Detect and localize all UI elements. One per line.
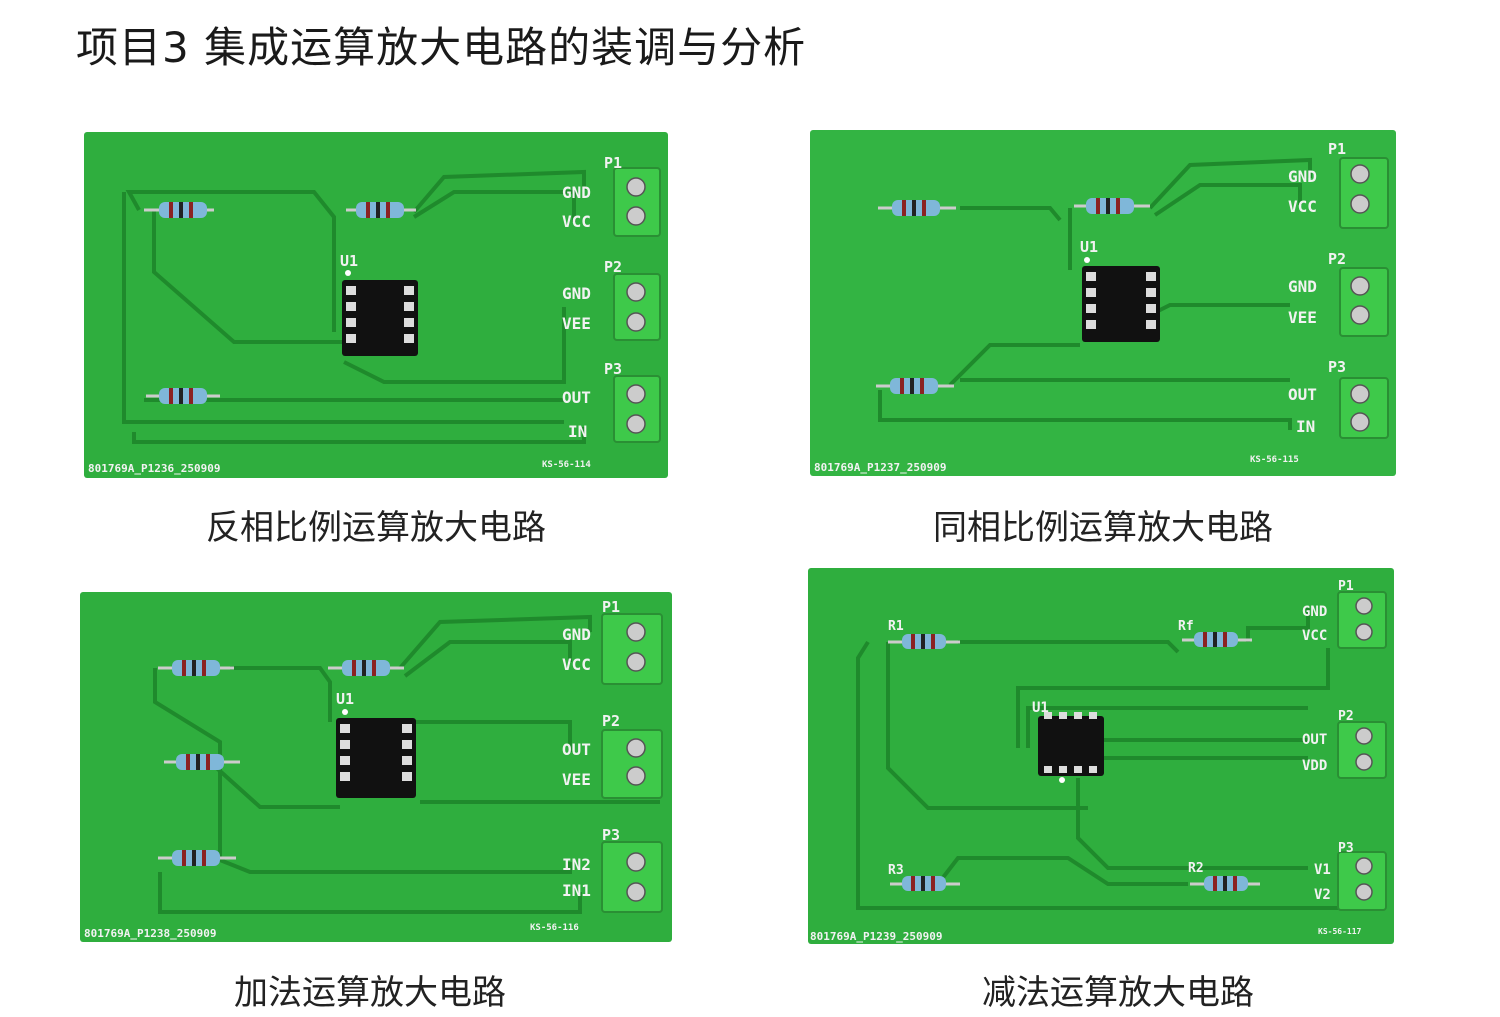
pin-label: VCC <box>1302 628 1327 644</box>
connector-label: P3 <box>602 826 620 844</box>
board-code: KS-56-115 <box>1250 455 1299 465</box>
resistor <box>1074 198 1150 214</box>
pin-label: GND <box>562 183 591 202</box>
connector-label: P1 <box>604 154 622 172</box>
pin-label: VCC <box>562 655 591 674</box>
pin-label: GND <box>1288 277 1317 296</box>
op-amp-chip <box>336 718 416 798</box>
resistor <box>328 660 404 676</box>
caption-adder: 加法运算放大电路 <box>234 973 506 1013</box>
connector-label: P1 <box>1338 579 1354 594</box>
resistor-label: Rf <box>1178 619 1194 634</box>
resistor <box>1190 876 1260 891</box>
pin-label: VCC <box>1288 197 1317 216</box>
resistor-label: R1 <box>888 619 904 634</box>
pin-label: VEE <box>1288 308 1317 327</box>
op-amp-chip <box>1038 712 1104 776</box>
board-code: KS-56-114 <box>542 460 591 470</box>
caption-inverting: 反相比例运算放大电路 <box>206 508 546 548</box>
connector-label: P3 <box>1338 841 1354 856</box>
pin-label: IN1 <box>562 881 591 900</box>
chip-label: U1 <box>336 690 354 708</box>
connector-label: P1 <box>1328 140 1346 158</box>
pin-label: V1 <box>1314 862 1331 878</box>
board-code: KS-56-117 <box>1318 927 1362 936</box>
resistor <box>890 876 960 891</box>
chip-label: U1 <box>340 252 358 270</box>
chip-label: U1 <box>1080 238 1098 256</box>
pin-label: VEE <box>562 770 591 789</box>
caption-noninverting: 同相比例运算放大电路 <box>933 508 1273 548</box>
pin-label: OUT <box>562 740 591 759</box>
board-serial: 801769A_P1239_250909 <box>810 930 942 943</box>
resistor <box>1182 632 1252 647</box>
connector-label: P3 <box>604 360 622 378</box>
pin-label: GND <box>1302 604 1327 620</box>
board-serial: 801769A_P1237_250909 <box>814 461 946 474</box>
pin-label: GND <box>1288 167 1317 186</box>
caption-subtractor: 减法运算放大电路 <box>982 973 1254 1013</box>
resistor <box>878 200 956 216</box>
connector-label: P2 <box>1328 250 1346 268</box>
pin-label: GND <box>562 625 591 644</box>
pcb-adder: U1 P1 GND VCC P2 OUT VEE P3 IN2 IN1 8017… <box>80 592 672 942</box>
board-noninverting: U1 P1 GND VCC P2 GND VEE P3 OUT IN 80176… <box>810 130 1396 476</box>
connector-label: P2 <box>1338 709 1354 724</box>
resistor <box>888 634 960 649</box>
resistor <box>144 202 214 218</box>
pin-label: VEE <box>562 314 591 333</box>
chip-label: U1 <box>1032 700 1049 716</box>
board-subtractor: U1 R1 Rf R3 R2 P1 GND VCC P2 OUT VDD P3 … <box>808 568 1394 944</box>
resistor <box>346 202 416 218</box>
connector-label: P1 <box>602 598 620 616</box>
pin-label: OUT <box>1288 385 1317 404</box>
board-inverting: U1 P1 GND VCC P2 GND VEE P3 OUT IN 80176… <box>84 132 668 478</box>
op-amp-chip <box>1082 266 1160 342</box>
pin-label: VCC <box>562 212 591 231</box>
pin-label: GND <box>562 284 591 303</box>
board-serial: 801769A_P1238_250909 <box>84 927 216 940</box>
op-amp-chip <box>342 280 418 356</box>
pin-label: OUT <box>1302 732 1327 748</box>
resistor-label: R3 <box>888 863 904 878</box>
pin-label: IN <box>568 422 587 441</box>
pin-label: VDD <box>1302 758 1327 774</box>
connector-label: P2 <box>602 712 620 730</box>
pin-label: IN2 <box>562 855 591 874</box>
pin-label: V2 <box>1314 887 1331 903</box>
resistor <box>158 660 234 676</box>
connector-label: P3 <box>1328 358 1346 376</box>
resistor <box>146 388 220 404</box>
board-adder: U1 P1 GND VCC P2 OUT VEE P3 IN2 IN1 8017… <box>80 592 672 942</box>
resistor <box>164 754 240 770</box>
resistor-label: R2 <box>1188 861 1204 876</box>
pcb-subtractor: U1 R1 Rf R3 R2 P1 GND VCC P2 OUT VDD P3 … <box>808 568 1394 944</box>
pin-label: IN <box>1296 417 1315 436</box>
connector-label: P2 <box>604 258 622 276</box>
pcb-noninverting: U1 P1 GND VCC P2 GND VEE P3 OUT IN 80176… <box>810 130 1396 476</box>
resistor <box>158 850 236 866</box>
pin-label: OUT <box>562 388 591 407</box>
page-title: 项目3 集成运算放大电路的装调与分析 <box>76 23 807 72</box>
board-serial: 801769A_P1236_250909 <box>88 462 220 475</box>
pcb-inverting: U1 P1 GND VCC P2 GND VEE P3 OUT IN 80176… <box>84 132 668 478</box>
resistor <box>876 378 954 394</box>
board-code: KS-56-116 <box>530 923 579 933</box>
